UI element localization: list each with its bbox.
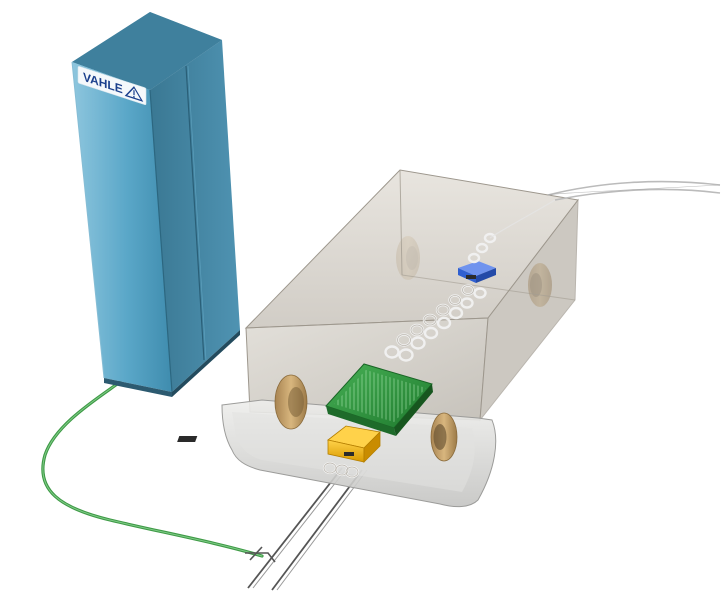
wheel-front-left [274, 374, 308, 430]
transport-vehicle [177, 169, 721, 508]
control-cabinet: VAHLE [71, 12, 240, 397]
return-cable [547, 180, 721, 196]
power-connector [177, 425, 381, 463]
position-sensor [458, 261, 496, 283]
pickup-module [325, 363, 433, 436]
wheel-front-right [430, 412, 458, 462]
primary-conductor-lines [245, 467, 368, 591]
warning-triangle-icon [124, 86, 144, 102]
